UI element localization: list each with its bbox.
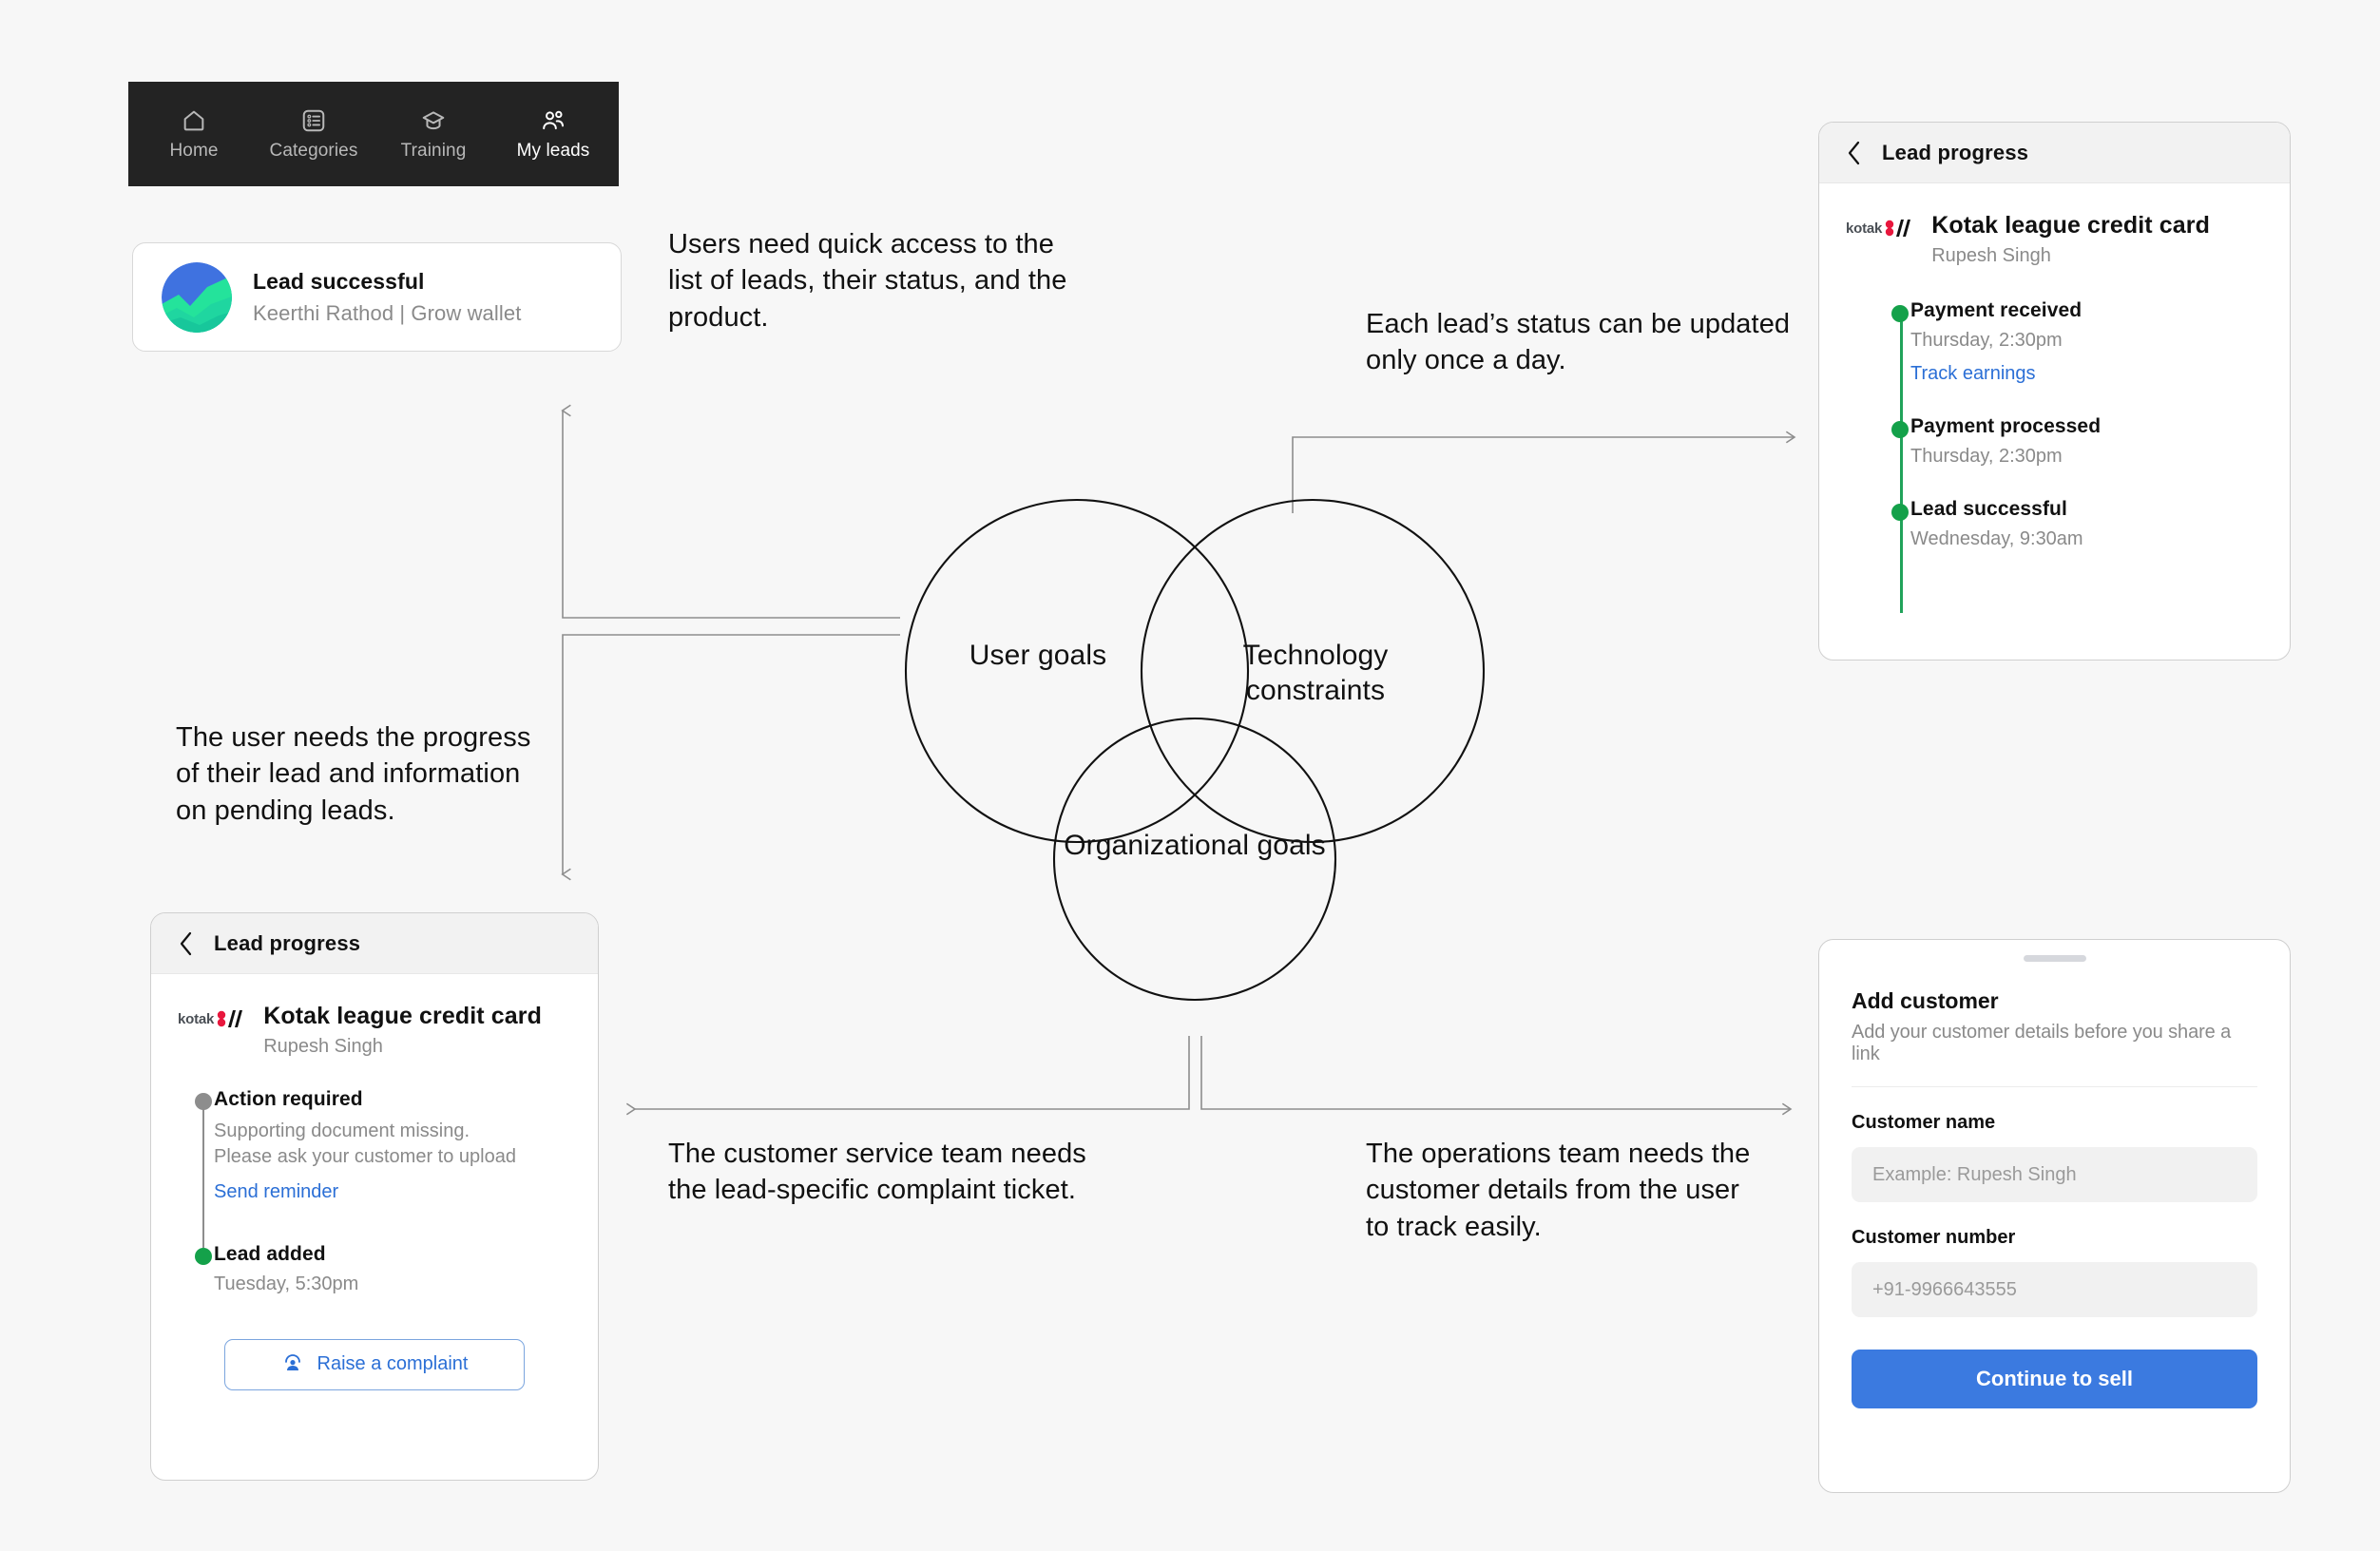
- venn-label-organizational-goals-text: Organizational goals: [1064, 830, 1326, 861]
- add-customer-sheet: Add customer Add your customer details b…: [1818, 939, 2291, 1493]
- venn-label-user-goals: User goals: [938, 639, 1138, 674]
- product-title: Kotak league credit card: [1931, 212, 2210, 239]
- support-agent-icon: [281, 1350, 304, 1378]
- customer-number-input[interactable]: +91-9966643555: [1852, 1262, 2257, 1317]
- annotation-customer-service: The customer service team needs the lead…: [668, 1139, 1086, 1206]
- venn-circle-organizational-goals: [1052, 717, 1337, 1002]
- timeline-description: Supporting document missing. Please ask …: [214, 1120, 516, 1167]
- nav-label-training: Training: [400, 140, 467, 161]
- timeline-status: Payment received: [1910, 298, 2082, 321]
- divider: [1852, 1086, 2257, 1087]
- timeline: Payment received Thursday, 2:30pm Track …: [1819, 267, 2290, 613]
- customer-number-label: Customer number: [1852, 1227, 2016, 1248]
- timeline-dot-green: [1891, 503, 1909, 521]
- timeline-time: Wednesday, 9:30am: [1910, 527, 2083, 549]
- venn-diagram: User goals Technology constraints Organi…: [900, 494, 1489, 1036]
- timeline-status: Lead successful: [1910, 497, 2067, 520]
- product-row: kotak Kotak league credit card Rupesh Si…: [1819, 183, 2290, 267]
- venn-circle-technology-constraints: [1140, 498, 1486, 844]
- continue-to-sell-button[interactable]: Continue to sell: [1852, 1350, 2257, 1408]
- venn-circle-user-goals: [904, 498, 1250, 844]
- timeline-dot-green: [1891, 420, 1909, 438]
- customer-name: Rupesh Singh: [1931, 244, 2051, 266]
- card-header: Lead progress: [151, 913, 598, 974]
- people-icon: [540, 107, 566, 134]
- sheet-grabber-handle[interactable]: [2023, 955, 2086, 962]
- wave-chart-avatar: [162, 261, 232, 333]
- card-header-title: Lead progress: [1882, 140, 2029, 164]
- venn-label-user-goals-text: User goals: [969, 640, 1107, 671]
- timeline-connector-line: [202, 1097, 204, 1248]
- timeline-dot-grey: [195, 1092, 212, 1110]
- venn-label-technology-constraints-text: Technology constraints: [1242, 640, 1389, 706]
- annotation-progress-pending: The user needs the progress of their lea…: [176, 722, 531, 826]
- customer-name-input[interactable]: Example: Rupesh Singh: [1852, 1147, 2257, 1202]
- timeline-dot-green: [195, 1247, 212, 1265]
- sheet-title: Add customer: [1852, 988, 1999, 1013]
- customer-name-label: Customer name: [1852, 1112, 1996, 1133]
- timeline-status: Action required: [214, 1087, 363, 1110]
- home-icon: [181, 107, 207, 134]
- kotak-logo-icon: kotak: [1846, 219, 1911, 238]
- timeline-status: Lead added: [214, 1242, 326, 1265]
- annotation-status-once-a-day: Each lead’s status can be updated only o…: [1366, 309, 1791, 376]
- venn-label-technology-constraints: Technology constraints: [1197, 639, 1434, 708]
- back-chevron-icon[interactable]: [1846, 140, 1863, 166]
- timeline-item: Action required Supporting document miss…: [195, 1087, 598, 1203]
- track-earnings-link[interactable]: Track earnings: [1910, 362, 2036, 384]
- back-chevron-icon[interactable]: [178, 930, 195, 957]
- nav-item-my-leads[interactable]: My leads: [493, 107, 613, 162]
- product-title: Kotak league credit card: [263, 1003, 542, 1029]
- customer-name: Rupesh Singh: [263, 1035, 383, 1057]
- venn-label-organizational-goals: Organizational goals: [1060, 829, 1330, 864]
- timeline-item: Lead successful Wednesday, 9:30am: [1891, 497, 2290, 550]
- kotak-logo-icon: kotak: [178, 1009, 243, 1028]
- timeline-connector-line: [1900, 308, 1903, 613]
- timeline-status: Payment processed: [1910, 414, 2102, 437]
- timeline-item: Lead added Tuesday, 5:30pm: [195, 1242, 598, 1295]
- timeline: Action required Supporting document miss…: [151, 1058, 598, 1295]
- nav-label-home: Home: [169, 140, 219, 161]
- timeline-time: Tuesday, 5:30pm: [214, 1273, 359, 1294]
- nav-item-home[interactable]: Home: [134, 107, 254, 162]
- product-row: kotak Kotak league credit card Rupesh Si…: [151, 974, 598, 1058]
- nav-item-training[interactable]: Training: [374, 107, 493, 162]
- send-reminder-link[interactable]: Send reminder: [214, 1180, 339, 1202]
- lead-successful-subtitle: Keerthi Rathod | Grow wallet: [253, 300, 522, 325]
- graduation-cap-icon: [420, 107, 447, 134]
- timeline-item: Payment processed Thursday, 2:30pm: [1891, 414, 2290, 468]
- raise-complaint-button[interactable]: Raise a complaint: [224, 1338, 525, 1390]
- sheet-subtitle: Add your customer details before you sha…: [1852, 1022, 2232, 1064]
- timeline-dot-green: [1891, 304, 1909, 322]
- card-header: Lead progress: [1819, 123, 2290, 183]
- nav-label-my-leads: My leads: [516, 140, 590, 161]
- timeline-time: Thursday, 2:30pm: [1910, 329, 2063, 351]
- annotation-operations-team: The operations team needs the customer d…: [1366, 1139, 1751, 1242]
- timeline-time: Thursday, 2:30pm: [1910, 445, 2063, 467]
- lead-successful-title: Lead successful: [253, 268, 425, 294]
- nav-label-categories: Categories: [269, 140, 358, 161]
- nav-item-categories[interactable]: Categories: [254, 107, 374, 162]
- card-header-title: Lead progress: [214, 930, 361, 955]
- lead-successful-card[interactable]: Lead successful Keerthi Rathod | Grow wa…: [132, 242, 622, 352]
- raise-complaint-label: Raise a complaint: [317, 1353, 469, 1375]
- timeline-item: Payment received Thursday, 2:30pm Track …: [1891, 298, 2290, 385]
- lead-progress-card-top-right: Lead progress kotak Kotak league credit …: [1818, 122, 2291, 661]
- lead-progress-card-bottom-left: Lead progress kotak Kotak league credit …: [150, 912, 599, 1481]
- bottom-navigation-bar: Home Categories: [128, 82, 619, 186]
- list-icon: [300, 107, 327, 134]
- annotation-users-need: Users need quick access to the list of l…: [668, 229, 1067, 333]
